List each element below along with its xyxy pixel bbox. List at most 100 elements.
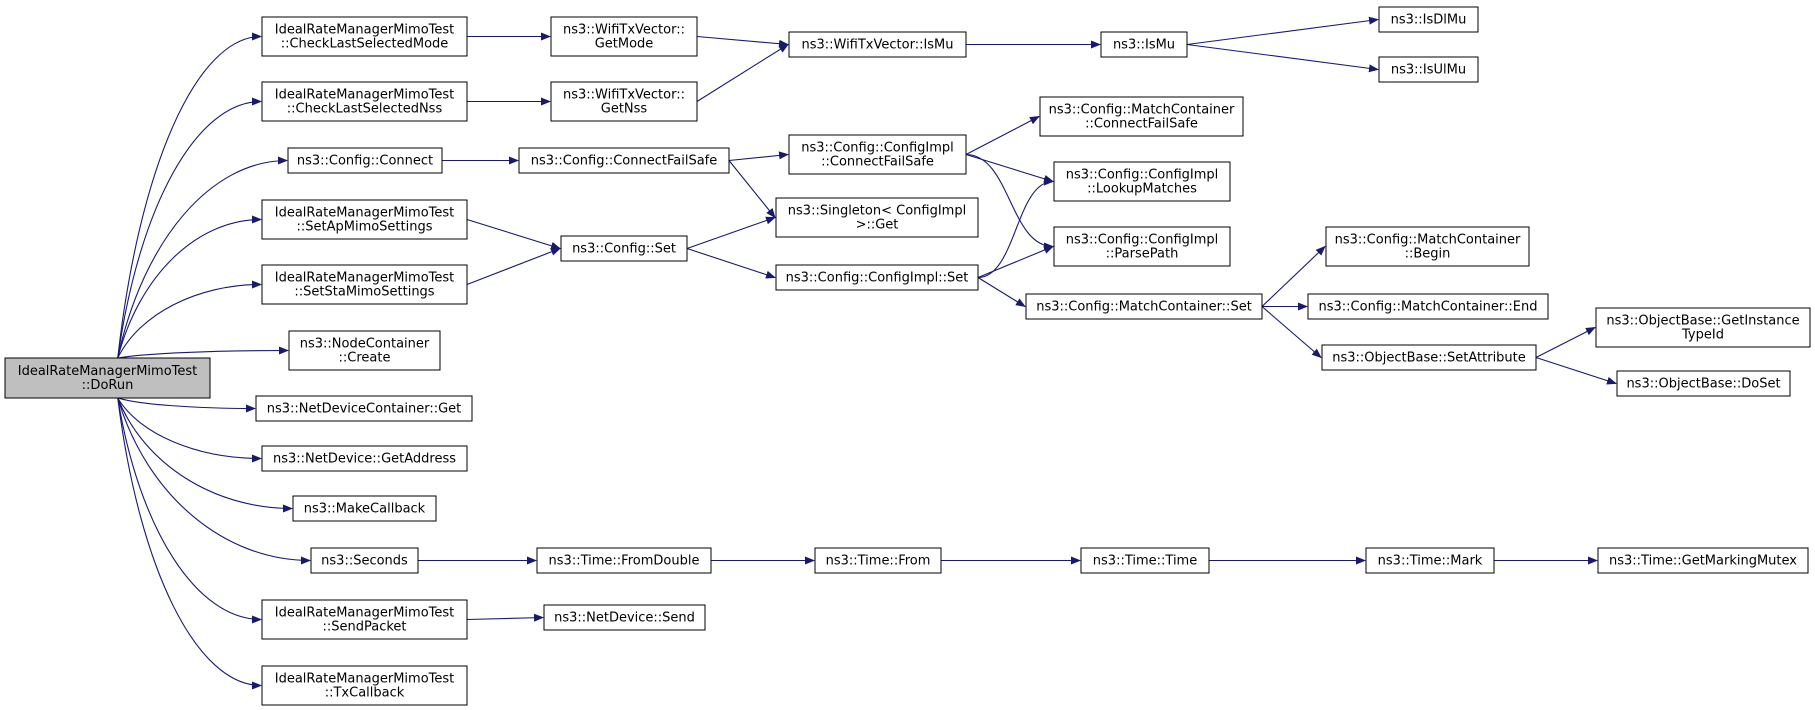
node-label: TypeId xyxy=(1681,328,1724,343)
node-label: ns3::ObjectBase::SetAttribute xyxy=(1332,351,1526,366)
node-label: ns3::Seconds xyxy=(321,554,408,569)
node-implconnectfs[interactable]: ns3::Config::ConfigImpl::ConnectFailSafe xyxy=(788,134,967,175)
node-box xyxy=(261,81,468,122)
node-label: ns3::NodeContainer xyxy=(300,337,430,352)
node-getmode[interactable]: ns3::WifiTxVector::GetMode xyxy=(550,16,698,57)
node-box xyxy=(288,330,441,371)
node-label: ns3::Config::ConfigImpl xyxy=(1066,168,1219,183)
node-box xyxy=(1616,370,1791,397)
edge-dorun-to-setsta xyxy=(117,280,262,359)
node-mcbegin[interactable]: ns3::Config::MatchContainer::Begin xyxy=(1325,226,1530,267)
node-ndcget[interactable]: ns3::NetDeviceContainer::Get xyxy=(255,395,473,422)
node-label: ns3::Config::ConfigImpl::Set xyxy=(786,271,969,286)
node-label: ::SetStaMimoSettings xyxy=(294,285,434,300)
node-getnss[interactable]: ns3::WifiTxVector::GetNss xyxy=(550,81,698,122)
edge-cfgconnectfs-to-implconnectfs xyxy=(728,151,789,162)
node-getaddr[interactable]: ns3::NetDevice::GetAddress xyxy=(261,445,468,472)
node-txismu[interactable]: ns3::WifiTxVector::IsMu xyxy=(788,31,967,58)
node-box xyxy=(550,16,698,57)
node-box xyxy=(775,264,979,291)
node-box xyxy=(1307,293,1549,320)
node-box xyxy=(1597,547,1809,574)
node-singleton[interactable]: ns3::Singleton< ConfigImpl>::Get xyxy=(775,197,979,238)
node-label: ns3::Time::Mark xyxy=(1378,554,1483,569)
node-label: ::LookupMatches xyxy=(1087,182,1197,197)
node-setattr[interactable]: ns3::ObjectBase::SetAttribute xyxy=(1321,344,1537,371)
node-setap[interactable]: IdealRateManagerMimoTest::SetApMimoSetti… xyxy=(261,199,468,240)
edge-ismu-to-isdlmu xyxy=(1186,16,1379,46)
edge-dorun-to-connect xyxy=(117,156,288,359)
edge-implconnectfs-to-parsepath xyxy=(965,153,1054,251)
node-cfgset[interactable]: ns3::Config::Set xyxy=(560,235,688,262)
edge-dorun-to-setap xyxy=(117,215,262,359)
node-label: ::CheckLastSelectedMode xyxy=(281,37,449,52)
node-mcset[interactable]: ns3::Config::MatchContainer::Set xyxy=(1025,293,1263,320)
node-box xyxy=(1378,56,1479,83)
edges-layer xyxy=(117,16,1617,690)
node-box xyxy=(261,199,468,240)
node-label: ns3::NetDevice::Send xyxy=(554,611,695,626)
node-box xyxy=(550,81,698,122)
edge-dorun-to-sendpkt xyxy=(117,397,262,624)
edge-implset-to-mcset xyxy=(977,277,1026,308)
node-timetime[interactable]: ns3::Time::Time xyxy=(1080,547,1210,574)
node-box xyxy=(261,445,468,472)
node-label: IdealRateManagerMimoTest xyxy=(275,672,455,687)
node-label: ns3::Time::FromDouble xyxy=(549,554,700,569)
node-seconds[interactable]: ns3::Seconds xyxy=(310,547,419,574)
node-makecb[interactable]: ns3::MakeCallback xyxy=(292,495,437,522)
node-isdlmu[interactable]: ns3::IsDlMu xyxy=(1378,6,1479,33)
node-label: ::ConnectFailSafe xyxy=(821,155,934,170)
node-box xyxy=(518,147,730,174)
node-box xyxy=(1053,161,1231,202)
node-label: ns3::Config::MatchContainer xyxy=(1335,233,1521,248)
node-box xyxy=(1365,547,1495,574)
node-from[interactable]: ns3::Time::From xyxy=(814,547,942,574)
node-box xyxy=(287,147,443,174)
edge-dorun-to-makecb xyxy=(117,397,293,513)
node-label: ns3::Config::Set xyxy=(572,242,676,257)
node-implset[interactable]: ns3::Config::ConfigImpl::Set xyxy=(775,264,979,291)
node-ismu[interactable]: ns3::IsMu xyxy=(1100,31,1188,58)
node-box xyxy=(1595,307,1811,348)
node-connect[interactable]: ns3::Config::Connect xyxy=(287,147,443,174)
edge-implset-to-parsepath xyxy=(977,245,1054,279)
node-cfgconnectfs[interactable]: ns3::Config::ConnectFailSafe xyxy=(518,147,730,174)
edge-cfgset-to-singleton xyxy=(686,216,776,250)
node-checkmode[interactable]: IdealRateManagerMimoTest::CheckLastSelec… xyxy=(261,16,468,57)
node-mcend[interactable]: ns3::Config::MatchContainer::End xyxy=(1307,293,1549,320)
node-label: ns3::Config::MatchContainer xyxy=(1049,103,1235,118)
edge-cfgconnectfs-to-singleton xyxy=(728,160,776,219)
node-label: ::CheckLastSelectedNss xyxy=(287,102,443,117)
node-box xyxy=(261,665,468,706)
node-sendpkt[interactable]: IdealRateManagerMimoTest::SendPacket xyxy=(261,599,468,640)
node-label: ns3::NetDevice::GetAddress xyxy=(273,452,456,467)
edge-cfgset-to-implset xyxy=(686,247,776,279)
node-isulmu[interactable]: ns3::IsUlMu xyxy=(1378,56,1479,83)
node-label: ::ParsePath xyxy=(1106,247,1179,262)
node-ndsend[interactable]: ns3::NetDevice::Send xyxy=(543,604,706,631)
edge-setattr-to-doset xyxy=(1535,356,1617,385)
node-label: IdealRateManagerMimoTest xyxy=(275,206,455,221)
node-mcconnectfs[interactable]: ns3::Config::MatchContainer::ConnectFail… xyxy=(1039,96,1244,137)
node-checknss[interactable]: IdealRateManagerMimoTest::CheckLastSelec… xyxy=(261,81,468,122)
node-parsepath[interactable]: ns3::Config::ConfigImpl::ParsePath xyxy=(1053,226,1231,267)
node-nccreate[interactable]: ns3::NodeContainer::Create xyxy=(288,330,441,371)
node-dorun[interactable]: IdealRateManagerMimoTest::DoRun xyxy=(4,357,211,399)
node-label: ns3::Config::Connect xyxy=(297,154,433,169)
node-getmutex[interactable]: ns3::Time::GetMarkingMutex xyxy=(1597,547,1809,574)
node-label: ns3::Config::ConfigImpl xyxy=(1066,233,1219,248)
node-box xyxy=(1039,96,1244,137)
node-lookup[interactable]: ns3::Config::ConfigImpl::LookupMatches xyxy=(1053,161,1231,202)
node-box xyxy=(310,547,419,574)
node-mark[interactable]: ns3::Time::Mark xyxy=(1365,547,1495,574)
node-doset[interactable]: ns3::ObjectBase::DoSet xyxy=(1616,370,1791,397)
node-fromdouble[interactable]: ns3::Time::FromDouble xyxy=(536,547,712,574)
node-label: >::Get xyxy=(856,218,899,233)
node-box xyxy=(543,604,706,631)
node-setsta[interactable]: IdealRateManagerMimoTest::SetStaMimoSett… xyxy=(261,264,468,305)
node-label: ns3::NetDeviceContainer::Get xyxy=(267,402,462,417)
node-txcb[interactable]: IdealRateManagerMimoTest::TxCallback xyxy=(261,665,468,706)
